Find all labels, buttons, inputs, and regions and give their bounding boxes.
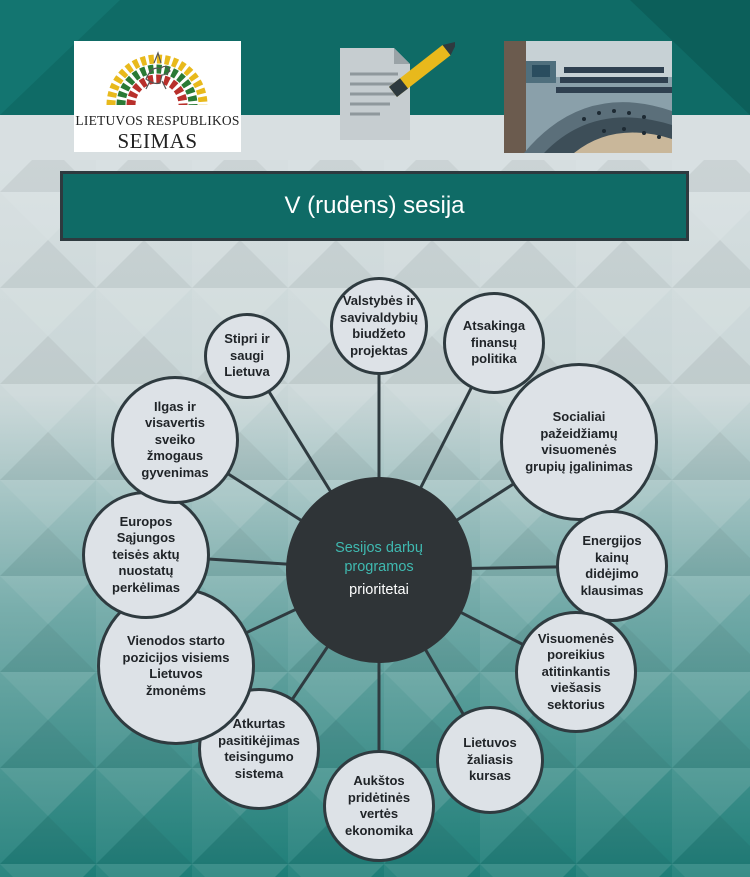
priority-node-eu-law: Europos Sąjungos teisės aktų nuostatų pe… xyxy=(82,491,210,619)
priority-node-health: Ilgas ir visavertis sveiko žmogaus gyven… xyxy=(111,376,239,504)
priority-node-security: Stipri ir saugi Lietuva xyxy=(204,313,290,399)
priority-label: Vienodos starto pozicijos visiems Lietuv… xyxy=(122,633,230,698)
coat-of-arms-icon xyxy=(106,51,208,106)
seimas-logo: LIETUVOS RESPUBLIKOS SEIMAS xyxy=(74,41,241,153)
priority-label: Europos Sąjungos teisės aktų nuostatų pe… xyxy=(112,513,180,595)
priority-node-social: Socialiai pažeidžiamų visuomenės grupių … xyxy=(500,363,658,521)
priority-label: Valstybės ir savivaldybių biudžeto proje… xyxy=(339,293,419,358)
session-title-bar: V (rudens) sesija xyxy=(60,171,689,241)
center-hub-subtitle: prioritetai xyxy=(349,582,409,598)
priority-label: Stipri ir saugi Lietuva xyxy=(224,331,270,380)
priority-node-green-course: Lietuvos žaliasis kursas xyxy=(436,706,544,814)
center-hub-title: Sesijos darbų programos xyxy=(335,540,423,575)
priority-label: Energijos kainų didėjimo klausimas xyxy=(580,533,644,598)
priority-node-budget: Valstybės ir savivaldybių biudžeto proje… xyxy=(330,277,428,375)
priority-label: Ilgas ir visavertis sveiko žmogaus gyven… xyxy=(141,398,209,480)
priority-node-finance: Atsakinga finansų politika xyxy=(443,292,545,394)
priority-label: Socialiai pažeidžiamų visuomenės grupių … xyxy=(525,409,633,474)
priority-node-economy: Aukštos pridėtinės vertės ekonomika xyxy=(323,750,435,862)
parliament-hall-photo xyxy=(504,41,672,153)
logo-text-line1: LIETUVOS RESPUBLIKOS xyxy=(75,113,240,128)
session-title: V (rudens) sesija xyxy=(284,192,465,219)
priority-label: Atsakinga finansų politika xyxy=(462,318,526,367)
priority-node-justice: Atkurtas pasitikėjimas teisingumo sistem… xyxy=(198,688,320,810)
center-hub: Sesijos darbų programos prioritetai xyxy=(286,477,472,663)
priority-label: Lietuvos žaliasis kursas xyxy=(463,735,517,784)
priority-node-public-sector: Visuomenės poreikius atitinkantis viešas… xyxy=(515,611,637,733)
logo-text-line2: SEIMAS xyxy=(117,129,198,153)
priority-label: Aukštos pridėtinės vertės ekonomika xyxy=(345,773,413,838)
priority-label: Visuomenės poreikius atitinkantis viešas… xyxy=(537,630,615,712)
priority-node-energy: Energijos kainų didėjimo klausimas xyxy=(556,510,668,622)
document-pen-icon xyxy=(340,41,455,140)
priority-node-equal-start: Vienodos starto pozicijos visiems Lietuv… xyxy=(97,587,255,745)
priority-label: Atkurtas pasitikėjimas teisingumo sistem… xyxy=(218,716,300,781)
